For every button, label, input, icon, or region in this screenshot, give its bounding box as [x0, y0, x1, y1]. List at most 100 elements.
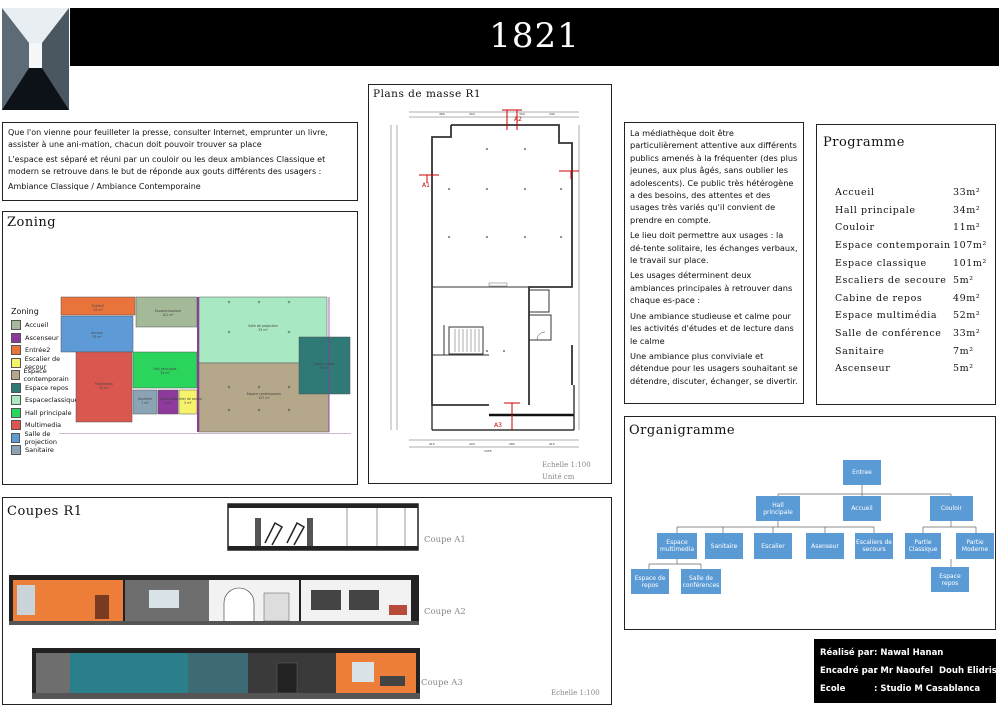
legend-label: Espace contemporain [23, 367, 69, 384]
intro-paragraph: L'espace est séparé et réuni par un coul… [8, 155, 326, 176]
zone-sanitaire [132, 389, 158, 415]
svg-text:360: 360 [439, 112, 445, 116]
credit-separator: : [874, 684, 881, 694]
programme-area: 33m² [953, 187, 981, 199]
legend-label: Escalier de secour [24, 354, 61, 371]
legend-item: Accueil [11, 319, 81, 332]
legend-item: Hall principale [11, 407, 81, 420]
svg-text:340: 340 [549, 112, 555, 116]
credit-value: Nawal Hanan [880, 648, 944, 658]
description-paragraph: Une ambiance plus conviviale et détendue… [630, 350, 798, 386]
programme-area: 7m² [953, 345, 974, 357]
programme-row: Sanitaire 7m² [835, 342, 983, 360]
legend-item: Espace contemporain [11, 367, 81, 384]
coupe-a2-drawing [9, 575, 419, 625]
org-node-entree: Entree [843, 460, 881, 485]
legend-label: Hall principale [25, 408, 72, 417]
legend-item: Ascenseur [11, 332, 81, 345]
zone-label: 24 m² [93, 308, 103, 312]
organigramme-panel: Organigramme Entree Hall principale Accu… [624, 416, 996, 630]
zoning-title: Zoning [7, 215, 57, 230]
coupe-a2-label: Coupe A2 [424, 607, 466, 617]
programme-area: 33m² [953, 328, 981, 340]
page-title: 1821 [489, 16, 580, 56]
legend-swatch [11, 445, 21, 456]
section-marker: A2 [514, 116, 522, 123]
programme-label: Espace classique [835, 257, 927, 269]
description-paragraph: Une ambiance studieuse et calme pour les… [630, 310, 794, 346]
programme-area: 101m² [953, 257, 987, 269]
org-node-conferences: Salle de conférences [681, 569, 721, 594]
coupe-a1-drawing [227, 503, 419, 551]
coupe-a3-label: Coupe A3 [421, 678, 463, 688]
programme-label: Escaliers de secoure [835, 275, 947, 287]
corridor-photo [2, 8, 69, 110]
zone-label: 49 m² [319, 366, 329, 370]
org-node-hall: Hall principale [756, 496, 800, 521]
programme-area: 52m² [953, 310, 981, 322]
zone-label: 101 m² [162, 313, 174, 317]
svg-text:300: 300 [469, 112, 475, 116]
legend-item: Multimedia [11, 419, 81, 432]
programme-label: Ascenseur [835, 363, 891, 375]
zone-label: Ascenseur [160, 397, 177, 401]
programme-label: Accueil [835, 187, 875, 199]
legend-swatch [11, 332, 21, 343]
description-paragraph: Le lieu doit permettre aux usages : la d… [630, 230, 798, 266]
section-marker: A3 [494, 422, 502, 429]
programme-label: Sanitaire [835, 345, 885, 357]
intro-paragraph: Que l'on vienne pour feuilleter la press… [8, 128, 328, 149]
title-banner: 1821 [70, 8, 999, 66]
credit-value: Studio M Casablanca [880, 684, 981, 694]
svg-text:285: 285 [509, 442, 515, 446]
plan-title: Plans de masse R1 [373, 88, 482, 100]
legend-item: Espace repos [11, 382, 81, 395]
programme-label: Espace multimédia [835, 310, 938, 322]
zone-label: Multimedia [95, 382, 113, 386]
svg-text:300: 300 [519, 112, 525, 116]
zone-label: Espace repos [313, 362, 335, 366]
credit-separator: : [874, 666, 881, 676]
organigramme-connectors [648, 485, 977, 569]
zone-espace-repos [298, 336, 351, 395]
legend-label: Espaceclassique [25, 396, 79, 405]
legend-item: Salle de projection [11, 430, 81, 446]
zone-label: Espaceclassique [155, 309, 181, 313]
organigramme-title: Organigramme [629, 423, 736, 438]
svg-text:1055: 1055 [484, 449, 492, 453]
intro-panel: Que l'on vienne pour feuilleter la press… [2, 122, 358, 201]
programme-area: 5m² [953, 363, 974, 375]
programme-label: Salle de conférence [835, 328, 942, 340]
zone-label: Espace contemporain [247, 392, 282, 396]
coupe-a1-label: Coupe A1 [424, 535, 466, 545]
legend-swatch [11, 382, 21, 393]
zone-salle-projection [60, 315, 134, 353]
org-node-multimedia: Espace multimedia [657, 533, 697, 559]
intro-paragraph: Ambiance Classique / Ambiance Contempora… [8, 182, 201, 191]
zone-label: 33 m² [258, 328, 268, 332]
zone-multimedia [75, 351, 133, 423]
legend-swatch [11, 420, 21, 431]
legend-label: Entrée2 [25, 346, 51, 355]
description-paragraph: Les usages déterminent deux ambiances pr… [630, 270, 793, 306]
zone-label: 5 m² [184, 401, 192, 405]
programme-label: Hall principale [835, 204, 916, 216]
zone-label: Accueil [91, 331, 102, 335]
programme-title: Programme [823, 135, 905, 150]
programme-area: 49m² [953, 292, 981, 304]
legend-swatch [11, 395, 21, 406]
programme-area: 107m² [953, 240, 987, 252]
zone-label: Escalier de secour [173, 397, 203, 401]
description-panel: La médiathèque doit être particulièremen… [624, 122, 804, 404]
programme-label: Espace contemporain [835, 240, 951, 252]
credit-label: Encadré par [820, 666, 878, 676]
